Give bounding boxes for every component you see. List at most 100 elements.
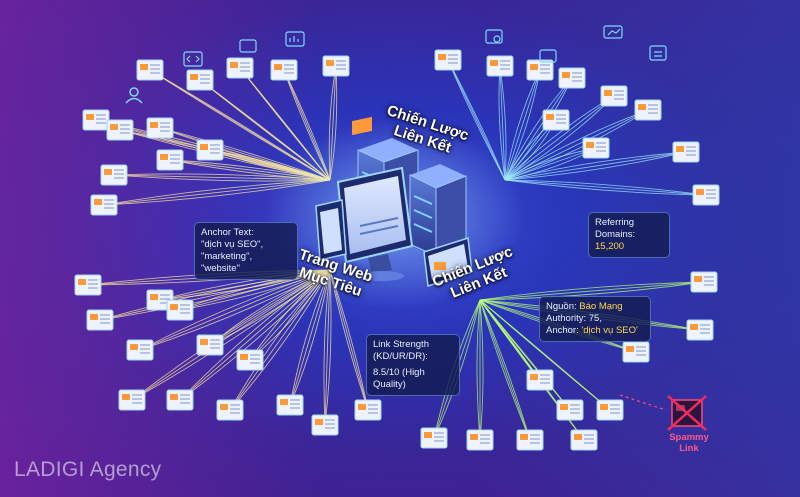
page-thumbnail-icon bbox=[686, 319, 714, 341]
page-thumbnail-icon bbox=[526, 59, 554, 81]
page-thumbnail-icon bbox=[526, 369, 554, 391]
page-thumbnail-icon bbox=[570, 429, 598, 451]
page-thumbnail-icon bbox=[276, 394, 304, 416]
referring-prefix: Domains: bbox=[595, 229, 636, 240]
page-thumbnail-icon bbox=[690, 271, 718, 293]
connection-line bbox=[131, 269, 331, 401]
page-thumbnail-icon bbox=[516, 429, 544, 451]
server-right-icon bbox=[409, 164, 467, 257]
anchor-text-callout: Anchor Text: "dịch vụ SEO", "marketing",… bbox=[194, 222, 298, 280]
connection-line bbox=[504, 151, 687, 181]
referring-value: 15,200 bbox=[595, 241, 625, 252]
connection-line bbox=[479, 281, 705, 301]
source-callout: Nguồn: Báo Mạng Authority: 75, Anchor: '… bbox=[539, 296, 651, 342]
page-thumbnail-icon bbox=[434, 49, 462, 71]
page-thumbnail-icon bbox=[420, 427, 448, 449]
page-thumbnail-icon bbox=[634, 99, 662, 121]
page-thumbnail-icon bbox=[582, 137, 610, 159]
chart-icon bbox=[285, 31, 305, 47]
spammy-line2: Link bbox=[679, 443, 699, 454]
page-thumbnail-icon bbox=[186, 69, 214, 91]
connection-line bbox=[479, 299, 571, 411]
tablet-left-icon bbox=[315, 199, 347, 261]
connection-line bbox=[479, 299, 484, 441]
page-thumbnail-icon bbox=[672, 141, 700, 163]
page-thumbnail-icon bbox=[692, 184, 720, 206]
page-thumbnail-icon bbox=[166, 299, 194, 321]
page-thumbnail-icon bbox=[558, 67, 586, 89]
page-thumbnail-icon bbox=[82, 109, 110, 131]
settings-icon bbox=[485, 29, 503, 44]
grid-icon bbox=[649, 45, 667, 61]
page-thumbnail-icon bbox=[86, 309, 114, 331]
chart-right-icon bbox=[603, 25, 623, 39]
page-thumbnail-icon bbox=[156, 149, 184, 171]
connection-line bbox=[479, 281, 705, 301]
watermark: LADIGI Agency bbox=[14, 458, 162, 481]
page-thumbnail-icon bbox=[226, 57, 254, 79]
page-thumbnail-icon bbox=[270, 59, 298, 81]
window-icon bbox=[239, 39, 257, 53]
page-thumbnail-icon bbox=[216, 399, 244, 421]
page-thumbnail-icon bbox=[146, 117, 174, 139]
connection-line bbox=[476, 299, 481, 441]
connection-line bbox=[504, 109, 649, 181]
spammy-line1: Spammy bbox=[669, 432, 709, 443]
source-anchor-value: 'dịch vụ SEO' bbox=[581, 325, 638, 336]
page-thumbnail-icon bbox=[600, 85, 628, 107]
anchor-text-title: Anchor Text: bbox=[201, 227, 254, 238]
link-strength-value: 8.5/10 (High Quality) bbox=[373, 367, 425, 390]
connection-line bbox=[479, 299, 611, 411]
page-thumbnail-icon bbox=[74, 274, 102, 296]
user-icon bbox=[125, 87, 143, 104]
connection-line bbox=[504, 151, 687, 181]
page-thumbnail-icon bbox=[196, 139, 224, 161]
page-thumbnail-icon bbox=[90, 194, 118, 216]
page-thumbnail-icon bbox=[106, 119, 134, 141]
connection-line bbox=[504, 179, 707, 196]
connection-line bbox=[504, 109, 649, 181]
connection-line bbox=[479, 299, 531, 441]
page-thumbnail-icon bbox=[126, 339, 154, 361]
link-strength-callout: Link Strength (KD/UR/DR): 8.5/10 (High Q… bbox=[366, 334, 460, 396]
link-strength-sub: (KD/UR/DR): bbox=[373, 351, 428, 362]
connection-line bbox=[479, 281, 705, 301]
connection-line bbox=[479, 299, 531, 441]
link-icon bbox=[539, 49, 557, 63]
connection-line bbox=[504, 77, 573, 181]
connection-line bbox=[504, 69, 541, 181]
page-thumbnail-icon bbox=[311, 414, 339, 436]
page-thumbnail-icon bbox=[322, 55, 350, 77]
source-prefix: Nguồn: bbox=[546, 301, 577, 312]
page-thumbnail-icon bbox=[136, 59, 164, 81]
connection-line bbox=[504, 69, 541, 181]
page-thumbnail-icon bbox=[236, 349, 264, 371]
page-thumbnail-icon bbox=[100, 164, 128, 186]
source-anchor-prefix: Anchor: bbox=[546, 325, 579, 336]
anchor-text-line2: "marketing", "website" bbox=[201, 251, 253, 274]
tablet-right-icon bbox=[423, 237, 473, 287]
connection-line bbox=[504, 179, 707, 196]
referring-domains-callout: Referring Domains: 15,200 bbox=[588, 212, 670, 258]
page-thumbnail-icon bbox=[466, 429, 494, 451]
page-thumbnail-icon bbox=[196, 334, 224, 356]
connection-line bbox=[504, 179, 707, 196]
connection-line bbox=[479, 299, 531, 441]
page-thumbnail-icon bbox=[166, 389, 194, 411]
code-icon bbox=[183, 51, 203, 67]
page-thumbnail-icon bbox=[542, 109, 570, 131]
page-thumbnail-icon bbox=[118, 389, 146, 411]
page-thumbnail-icon bbox=[486, 55, 514, 77]
anchor-text-line1: "dịch vụ SEO", bbox=[201, 239, 264, 250]
page-thumbnail-icon bbox=[622, 341, 650, 363]
link-strength-title: Link Strength bbox=[373, 339, 429, 350]
spammy-link-label: Spammy Link bbox=[664, 432, 714, 454]
page-thumbnail-icon bbox=[596, 399, 624, 421]
page-thumbnail-icon bbox=[354, 399, 382, 421]
source-value: Báo Mạng bbox=[579, 301, 623, 312]
